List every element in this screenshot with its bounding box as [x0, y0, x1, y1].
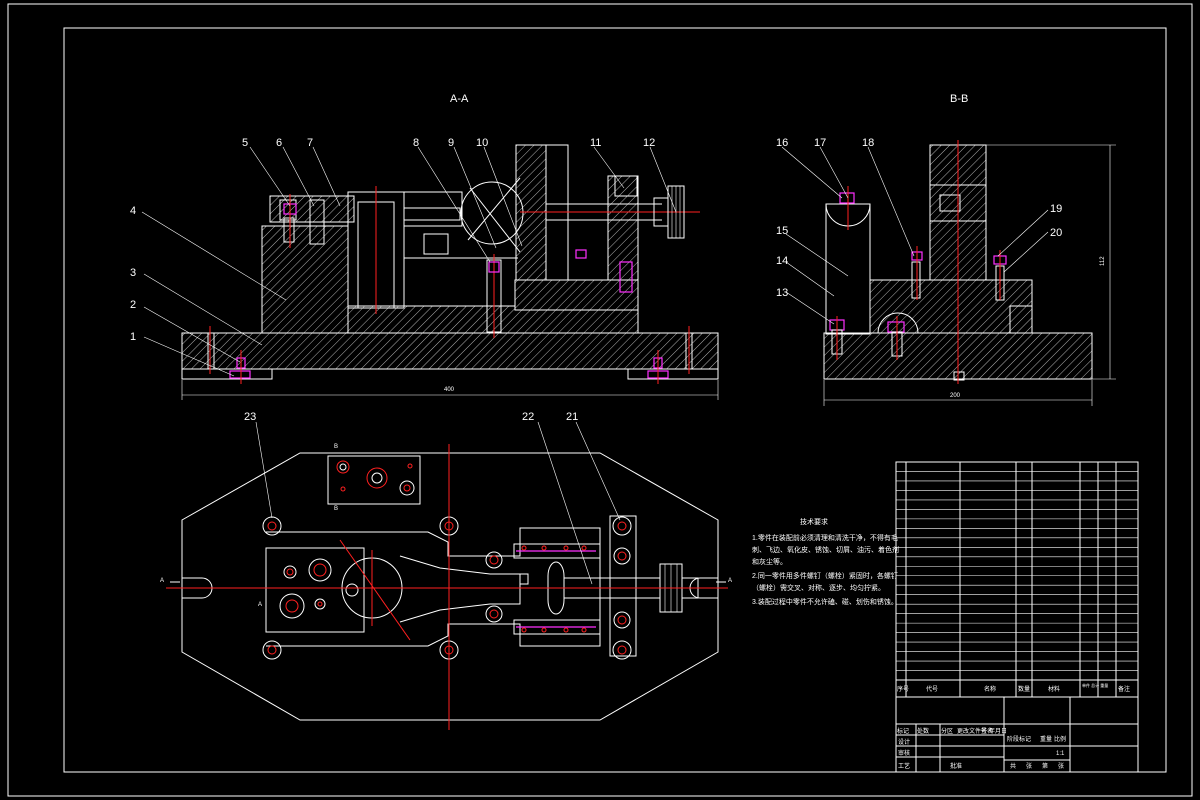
sheet-no-unit: 张 [1058, 762, 1064, 770]
section-aa-title: A-A [450, 93, 469, 105]
top-outline [181, 452, 719, 721]
outer-border [7, 3, 1193, 797]
sign-label-sign: 签名 [981, 727, 993, 735]
top-bracket [327, 455, 421, 505]
sheet-no: 第 [1042, 762, 1048, 770]
sign-label-doc: 更改文件号 [957, 727, 987, 735]
sign-label-zone: 分区 [941, 727, 953, 735]
balloon-6: 6 [276, 137, 282, 149]
dim-aa-width: 400 [444, 387, 455, 393]
tech-notes: 技术要求 1.零件在装配前必须清理和清洗干净，不得有毛 刺、飞边、氧化皮、锈蚀、… [752, 517, 899, 606]
balloon-21: 21 [566, 411, 578, 423]
balloon-18: 18 [862, 137, 874, 149]
balloon-19: 19 [1050, 203, 1062, 215]
bb-block [869, 279, 1033, 334]
stage-weight: 重量 [1040, 735, 1052, 743]
tech-notes-title: 技术要求 [800, 517, 828, 526]
balloon-7: 7 [307, 137, 313, 149]
title-block: 序号 代号 名称 数量 材料 单件 总计 重量 备注 标记 处数 分区 更改文件… [895, 461, 1139, 773]
mark-a-inner: A [258, 602, 262, 608]
mark-b-top: B [334, 444, 338, 450]
section-bb-view: B-B 200 112 [781, 93, 1116, 406]
stage-scale: 比例 [1054, 735, 1066, 743]
left-block [265, 547, 365, 633]
balloon-16: 16 [776, 137, 788, 149]
balloon-4: 4 [130, 205, 136, 217]
tech-note-line-4: 2.同一零件用多件螺钉（螺栓）紧固时，各螺钉 [752, 571, 898, 580]
tech-note-line-1: 1.零件在装配前必须清理和清洗干净，不得有毛 [752, 533, 898, 542]
sign-label-mark: 标记 [897, 727, 909, 735]
dim-bb-width: 200 [950, 393, 961, 399]
balloon-labels: 1 2 3 4 5 6 7 8 9 10 11 12 13 14 15 16 1… [130, 137, 1062, 423]
main-body [261, 225, 349, 334]
mark-b-bottom: B [334, 506, 338, 512]
bom-header-qty: 数量 [1018, 685, 1030, 693]
top-view: A A B B A [160, 421, 732, 730]
role-approve: 批准 [950, 762, 962, 770]
base-plate [181, 332, 719, 370]
balloon-15: 15 [776, 225, 788, 237]
balloon-2: 2 [130, 299, 136, 311]
balloon-9: 9 [448, 137, 454, 149]
sheet-total-unit: 张 [1026, 762, 1032, 770]
tech-note-line-6: 3.装配过程中零件不允许磕、碰、划伤和锈蚀。 [752, 597, 898, 606]
stage-mark: 阶段标记 [1007, 735, 1031, 743]
dim-bb-height: 112 [1100, 256, 1106, 266]
mark-a-right: A [728, 578, 732, 584]
balloon-14: 14 [776, 255, 788, 267]
balloon-5: 5 [242, 137, 248, 149]
balloon-1: 1 [130, 331, 136, 343]
bom-header-material: 材料 [1048, 685, 1060, 693]
base-foot-left [181, 368, 273, 380]
mark-a-left: A [160, 578, 164, 584]
bom-header-name: 名称 [984, 685, 996, 693]
role-process: 工艺 [898, 762, 910, 770]
balloon-3: 3 [130, 267, 136, 279]
inner-frame [63, 27, 1167, 773]
balloon-8: 8 [413, 137, 419, 149]
section-bb-title: B-B [950, 93, 968, 105]
ball-joint [460, 181, 524, 245]
role-review: 审核 [898, 749, 910, 757]
sign-label-count: 处数 [917, 727, 929, 735]
bom-header-code: 代号 [926, 685, 938, 693]
balloon-20: 20 [1050, 227, 1062, 239]
right-support [609, 515, 637, 657]
balloon-12: 12 [643, 137, 655, 149]
section-aa-view: A-A [141, 93, 719, 400]
balloon-11: 11 [590, 137, 601, 149]
tech-note-line-5: （螺栓）需交叉、对称、逐步、均匀拧紧。 [752, 583, 885, 592]
bom-header-weight: 单件 总计 重量 [1082, 682, 1108, 688]
sheet-total: 共 [1010, 762, 1016, 770]
sign-label-date: 年月日 [989, 727, 1007, 735]
bom-header-no: 序号 [897, 685, 909, 693]
balloon-10: 10 [476, 137, 488, 149]
balloon-13: 13 [776, 287, 788, 299]
role-design: 设计 [898, 738, 910, 746]
tech-note-line-3: 和灰尘等。 [752, 557, 787, 566]
balloon-23: 23 [244, 411, 256, 423]
base-foot-right [627, 368, 719, 380]
bom-header-remark: 备注 [1118, 685, 1130, 693]
scale-value: 1:1 [1056, 751, 1065, 757]
tech-note-line-2: 刺、飞边、氧化皮、锈蚀、切屑、油污、着色剂 [752, 545, 899, 554]
balloon-17: 17 [814, 137, 826, 149]
right-body [514, 279, 639, 311]
balloon-22: 22 [522, 411, 534, 423]
